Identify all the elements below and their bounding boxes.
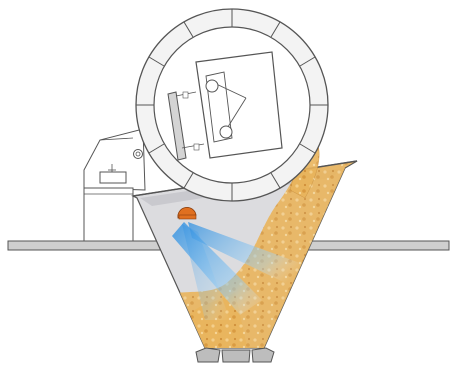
support-frame [84, 129, 145, 241]
rotor-drum-icon [136, 9, 328, 201]
base-pedestal [84, 188, 133, 241]
discharge-outlet [196, 348, 274, 362]
